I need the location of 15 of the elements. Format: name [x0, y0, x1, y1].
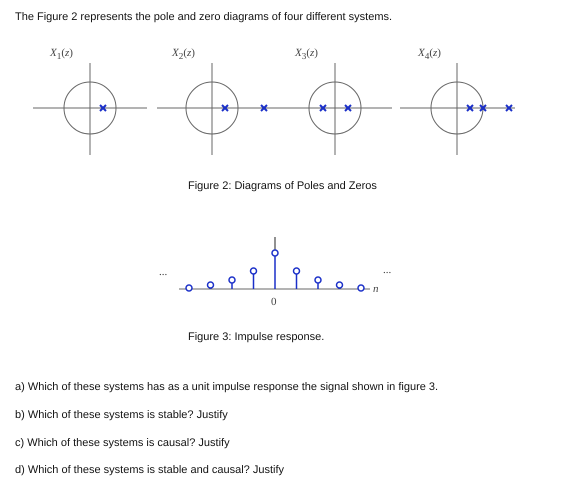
question-text: a) Which of these systems has as a unit impulse response the signal shown in figure 3.	[15, 381, 438, 394]
plot-label: X$_{3}$(z)	[295, 47, 318, 62]
plot-label: X$_{2}$(z)	[172, 47, 195, 62]
tick-label: 0	[271, 296, 276, 310]
ellipsis: ...	[159, 266, 168, 280]
question-text: b) Which of these systems is stable? Justify	[15, 409, 228, 422]
plot-label: X$_{4}$(z)	[418, 47, 441, 62]
figure-caption: Figure 2: Diagrams of Poles and Zeros	[188, 180, 377, 194]
title-text: The Figure 2 represents the pole and zero diagrams of four different systems.	[15, 11, 392, 24]
question-text: c) Which of these systems is causal? Justify	[15, 437, 230, 450]
figure-caption: Figure 3: Impulse response.	[188, 331, 324, 344]
ellipsis: ...	[383, 264, 392, 278]
plot-label: X$_{1}$(z)	[50, 47, 73, 62]
question-text: d) Which of these systems is stable and causal? Justify	[15, 464, 284, 478]
axis-label: n	[373, 283, 378, 296]
